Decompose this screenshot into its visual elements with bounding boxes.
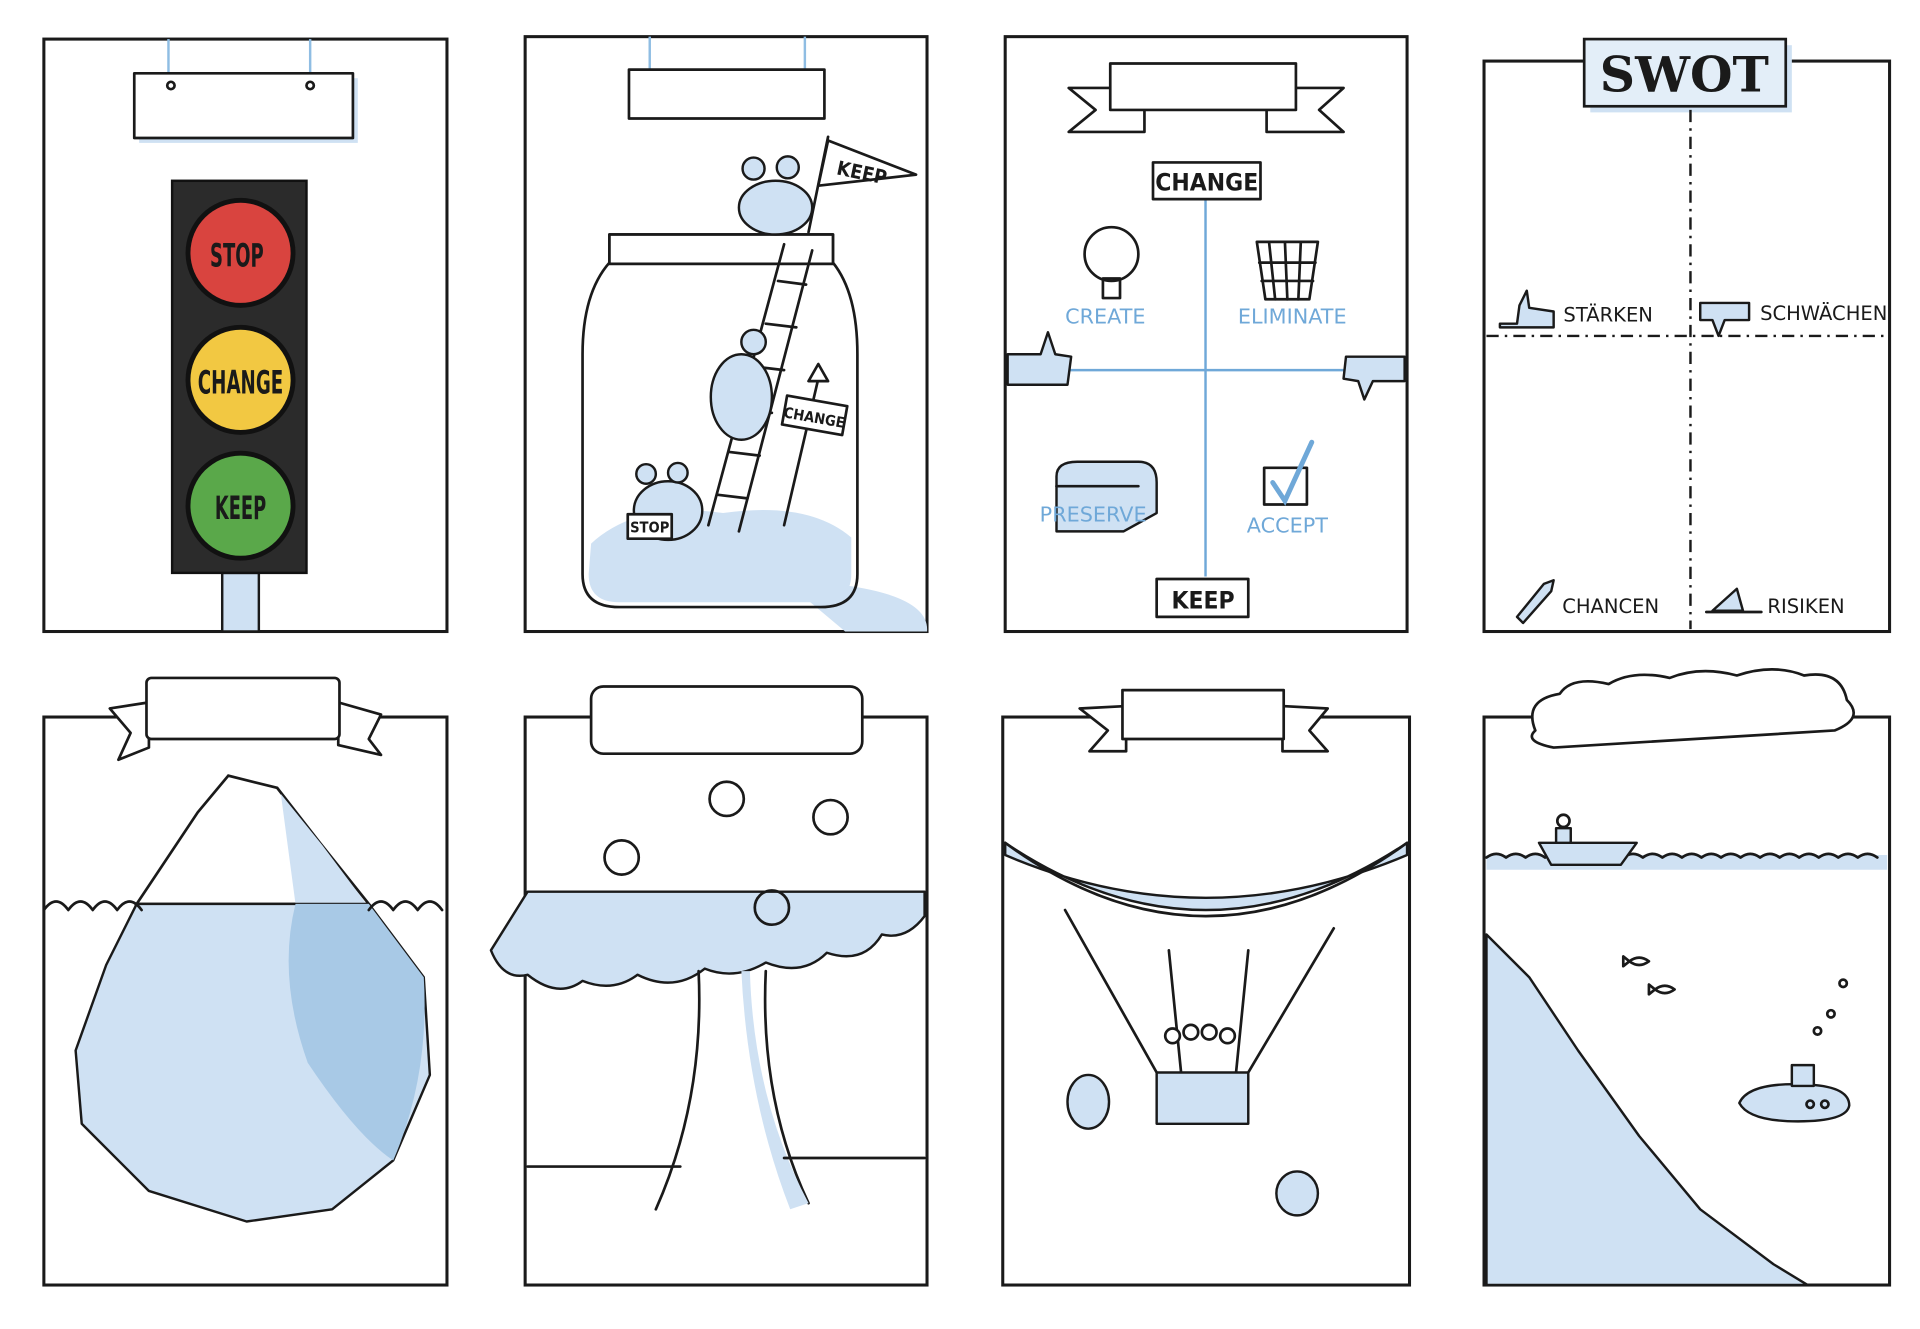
change-box — [1151, 161, 1262, 201]
strengths-label: STÄRKEN — [1563, 303, 1653, 326]
cloud-icon — [1530, 668, 1856, 749]
sandbag-icon — [1066, 1073, 1320, 1217]
create-label: CREATE — [1065, 305, 1145, 329]
traffic-light-panel: STOP CHANGE KEEP — [42, 37, 449, 634]
change-heading: CHANGE — [1155, 168, 1258, 197]
checkbox-icon — [1262, 439, 1315, 506]
fish-icon — [1621, 955, 1676, 996]
preserve-label: PRESERVE — [1040, 503, 1147, 527]
boat-icon — [1537, 813, 1638, 867]
lightbulb-icon — [1083, 225, 1140, 300]
change-label: CHANGE — [198, 365, 284, 401]
traffic-light-icon — [170, 179, 308, 575]
frog-jar-panel: KEEP CHANGE STOP — [523, 35, 929, 634]
title-sign — [627, 68, 826, 120]
keep-flag — [816, 139, 918, 188]
thumbs-down-icon — [1699, 301, 1751, 338]
keep-heading: KEEP — [1172, 585, 1235, 614]
submarine-icon — [1738, 978, 1851, 1123]
seabed — [1485, 933, 1809, 1287]
apple-tree-panel — [489, 685, 929, 1287]
title-banner — [589, 685, 864, 756]
threats-label: RISIKEN — [1767, 595, 1844, 618]
stop-label: STOP — [210, 238, 264, 274]
swot-title: SWOT — [1600, 46, 1769, 104]
stop-sign-label: STOP — [630, 520, 670, 537]
swot-panel: SWOT STÄRKEN SCHWÄCHEN CHANCEN RISIKEN — [1482, 37, 1892, 634]
title-banner — [1078, 688, 1330, 753]
thumbs-up-icon — [1498, 289, 1555, 329]
keep-label: KEEP — [215, 491, 266, 527]
apple-tree-icon — [489, 780, 926, 1211]
treasure-chest-icon — [1055, 460, 1158, 533]
thumbs-up-icon — [1006, 331, 1073, 386]
frog-icon — [632, 155, 814, 542]
change-keep-panel: CHANGE KEEP CREATE ELIMINATE PRESERVE AC… — [1003, 35, 1409, 634]
swot-plate: SWOT — [1582, 37, 1792, 113]
title-banner — [1067, 62, 1345, 134]
iceberg-panel — [42, 676, 449, 1287]
weaknesses-label: SCHWÄCHEN — [1760, 302, 1887, 325]
title-sign — [132, 71, 355, 140]
eliminate-label: ELIMINATE — [1238, 305, 1347, 329]
keep-box — [1155, 577, 1250, 619]
iceberg-icon — [42, 774, 444, 1223]
sea-panel — [1482, 668, 1892, 1287]
thumbs-down-icon — [1342, 355, 1406, 401]
rocket-icon — [1515, 578, 1555, 625]
accept-label: ACCEPT — [1247, 514, 1328, 538]
hot-air-balloon-icon — [1003, 841, 1409, 1126]
wastebasket-icon — [1255, 240, 1320, 301]
balloon-panel — [1001, 688, 1412, 1287]
opportunities-label: CHANCEN — [1562, 595, 1659, 618]
title-banner — [108, 676, 383, 762]
